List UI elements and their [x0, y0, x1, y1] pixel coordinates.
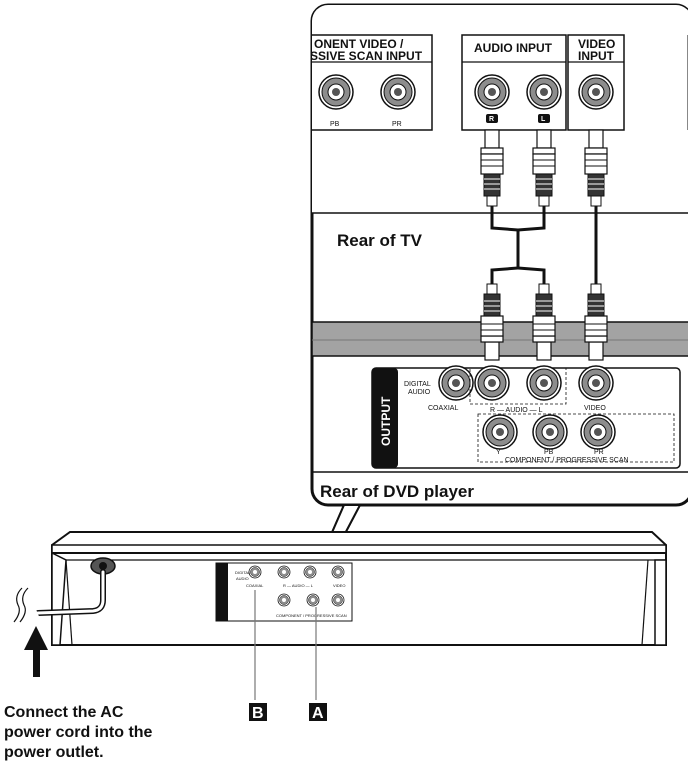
mini-digital-audio-2: AUDIO [236, 576, 249, 581]
mini-component-label: COMPONENT / PROGRESSIVE SCAN [276, 613, 347, 618]
mini-pb-jack [306, 593, 320, 607]
tv-pb-label: PB [330, 121, 340, 128]
callout-b-label: B [252, 705, 264, 722]
mini-coaxial-label: COAXIAL [246, 583, 264, 588]
tv-audio-r-jack [474, 74, 510, 110]
tv-video-input-header-1: VIDEO [578, 37, 615, 51]
tv-video-jack [578, 74, 614, 110]
mini-digital-audio-1: DIGITAL [235, 570, 251, 575]
mini-video-label: VIDEO [333, 583, 345, 588]
dvd-pb-label: PB [544, 449, 554, 456]
dvd-video-label: VIDEO [584, 405, 606, 412]
tv-r-badge: R [489, 116, 494, 123]
mini-audio-r-jack [277, 565, 291, 579]
dvd-digital-audio-1: DIGITAL [404, 381, 431, 388]
dvd-digital-audio-2: AUDIO [408, 389, 431, 396]
caption-line-2: power cord into the [4, 724, 153, 741]
dvd-coaxial-label: COAXIAL [428, 405, 458, 412]
callout-b: B [249, 703, 267, 722]
dvd-audio-r-jack [474, 365, 510, 401]
tv-audio-l-jack [526, 74, 562, 110]
tv-audio-input-header: AUDIO INPUT [474, 41, 553, 55]
caption-line-1: Connect the AC [4, 704, 124, 721]
dvd-player-body: DIGITAL AUDIO COAXIAL R — AUDIO — L VIDE… [51, 531, 667, 700]
mini-y-jack [277, 593, 291, 607]
up-arrow-icon [24, 626, 48, 677]
dvd-audio-l-jack [526, 365, 562, 401]
mini-audio-l-jack [303, 565, 317, 579]
dvd-pb-jack [532, 414, 568, 450]
tv-pr-label: PR [392, 121, 402, 128]
tv-pr-jack [380, 74, 416, 110]
caption-line-3: power outlet. [4, 744, 104, 761]
rear-of-dvd-label: Rear of DVD player [320, 482, 474, 501]
tv-pb-jack [318, 74, 354, 110]
callout-a-label: A [312, 705, 324, 722]
zoom-panel: ONENT VIDEO / SSIVE SCAN INPUT PB PR AUD… [310, 3, 688, 507]
tv-l-badge: L [541, 116, 546, 123]
mini-audio-row-label: R — AUDIO — L [283, 583, 314, 588]
dvd-audio-row-label: R — AUDIO — L [490, 407, 543, 414]
mini-pr-jack [331, 593, 345, 607]
dvd-y-label: Y [496, 449, 501, 456]
rear-of-tv-label: Rear of TV [337, 231, 423, 250]
dvd-component-label: COMPONENT / PROGRESSIVE SCAN [505, 457, 629, 464]
mini-coaxial-jack [248, 565, 262, 579]
dvd-output-label: OUTPUT [379, 396, 393, 446]
dvd-pr-jack [580, 414, 616, 450]
dvd-video-jack [578, 365, 614, 401]
tv-video-input-header-2: INPUT [578, 49, 615, 63]
callout-a: A [309, 703, 327, 722]
mini-video-jack [331, 565, 345, 579]
dvd-y-jack [482, 414, 518, 450]
dvd-pr-label: PR [594, 449, 604, 456]
tv-component-header-1: ONENT VIDEO / [314, 37, 404, 51]
dvd-coaxial-jack [438, 365, 474, 401]
tv-component-header-2: SSIVE SCAN INPUT [310, 49, 423, 63]
